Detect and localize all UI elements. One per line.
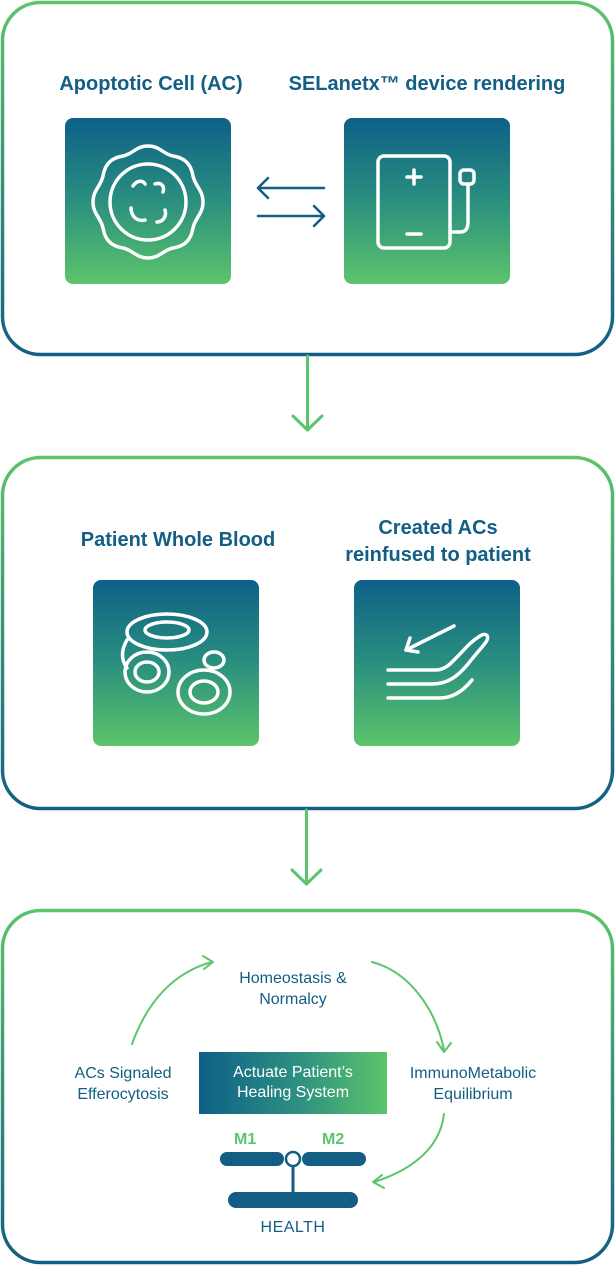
device-tile: [344, 118, 510, 284]
m1-label: M1: [234, 1131, 257, 1148]
cycle-arrow-left-to-top: [131, 961, 213, 1045]
apoptotic-cell-icon: [91, 144, 205, 260]
cycle-arrowhead-bottom: [372, 1174, 385, 1189]
panel-3-frame: [0, 908, 615, 1265]
acs-signaled-line1: ACs Signaled: [74, 1065, 172, 1082]
acs-signaled-line2: Efferocytosis: [77, 1086, 169, 1103]
created-acs-label-line2: reinfused to patient: [345, 544, 531, 566]
immunometabolic-line1: ImmunoMetabolic: [409, 1065, 537, 1082]
immunometabolic-line2: Equilibrium: [433, 1086, 513, 1103]
device-icon: [376, 154, 476, 250]
actuate-healing-box: Actuate Patient’s Healing System: [199, 1052, 387, 1114]
m2-label: M2: [322, 1131, 345, 1148]
actuate-line1: Actuate Patient’s: [233, 1064, 353, 1081]
cycle-arrow-top-to-right: [371, 961, 445, 1051]
cycle-arrowhead-top: [202, 955, 214, 970]
apoptotic-cell-label: Apoptotic Cell (AC): [59, 73, 243, 95]
panel-2-frame: [0, 455, 615, 811]
reinfusion-arm-icon: [386, 624, 490, 700]
cycle-arrowhead-right: [436, 1041, 452, 1053]
created-acs-label-line1: Created ACs: [378, 517, 498, 539]
blood-cells-icon: [120, 612, 232, 716]
health-label: HEALTH: [260, 1219, 326, 1236]
device-rendering-label: SELanetx™ device rendering: [288, 73, 566, 95]
patient-whole-blood-label: Patient Whole Blood: [80, 529, 276, 551]
homeostasis-line1: Homeostasis &: [239, 970, 347, 987]
actuate-line2: Healing System: [236, 1084, 350, 1101]
down-arrow-icon-2: [290, 808, 323, 886]
bidirectional-arrows-icon: [256, 176, 326, 228]
blood-cells-tile: [93, 580, 259, 746]
reinfusion-tile: [354, 580, 520, 746]
homeostasis-line2: Normalcy: [259, 991, 327, 1008]
apoptotic-cell-tile: [65, 118, 231, 284]
cycle-arrow-right-to-bottom: [373, 1113, 445, 1183]
down-arrow-icon-1: [291, 354, 324, 432]
